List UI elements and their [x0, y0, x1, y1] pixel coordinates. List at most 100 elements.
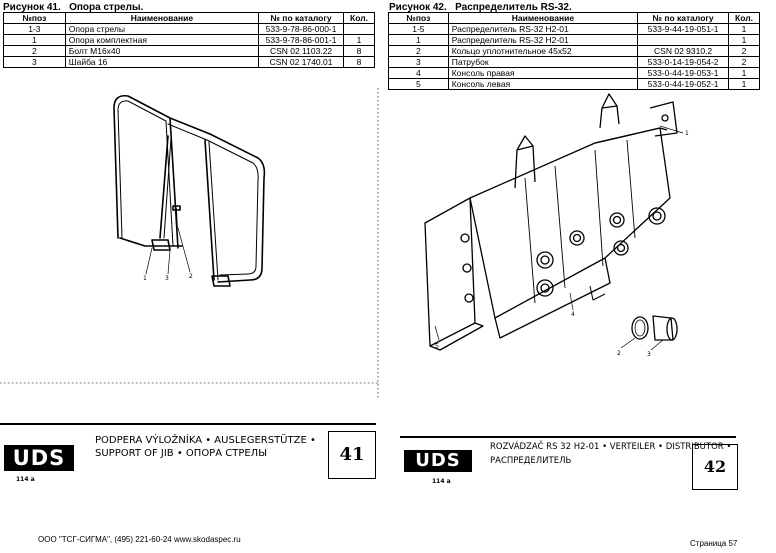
- cell-qty: 1: [343, 34, 375, 46]
- figure-42-stamp: UDS 114 a ROZVÁDZAČ RS 32 H2-01 • VERTEI…: [400, 436, 776, 501]
- cell-qty: 1: [728, 67, 760, 79]
- valve-body-top: [594, 127, 668, 144]
- cell-pos: 3: [3, 56, 66, 68]
- cell-name: Консоль правая: [447, 67, 639, 79]
- spool-cap: [599, 105, 620, 129]
- uds-logo: UDS: [4, 445, 74, 471]
- stamp-code: 114 a: [16, 476, 35, 483]
- cell-name: Патрубок: [447, 56, 639, 68]
- port: [536, 279, 554, 297]
- section-line: [594, 149, 604, 267]
- port-inner: [540, 283, 550, 293]
- bolt-drawing: [175, 207, 178, 229]
- cell-catalog: [637, 34, 730, 46]
- table-header-row: №поз Наименование № по каталогу Кол.: [388, 12, 760, 24]
- cell-catalog: CSN 02 9310.2: [637, 45, 730, 57]
- port: [536, 251, 554, 269]
- seal-ring-inner: [634, 319, 646, 337]
- seal-ring: [631, 316, 649, 340]
- valve-body-side: [494, 257, 611, 339]
- figure-41-stamp: UDS 114 a PODPERA VÝLOŽNÍKA • AUSLEGERST…: [0, 423, 376, 498]
- spool-cap-top: [516, 135, 534, 151]
- cell-name: Кольцо уплотнительное 45х52: [447, 45, 639, 57]
- stamp-rule: [0, 423, 376, 425]
- frame-right-loop-inner: [206, 139, 259, 276]
- header-name: Наименование: [447, 12, 639, 24]
- port-inner: [572, 233, 582, 243]
- cell-catalog: 533-9-78-86-001-1: [258, 34, 345, 46]
- port: [609, 212, 625, 228]
- leader-line: [650, 339, 664, 351]
- leader-line: [659, 125, 684, 134]
- cell-name: Опора стрелы: [64, 23, 260, 35]
- port-inner: [540, 255, 550, 265]
- figure-41-title: Рисунок 41. Опора стрелы.: [3, 2, 144, 13]
- stay-left: [159, 135, 169, 239]
- cell-qty: 1: [728, 34, 760, 46]
- section-line: [626, 139, 636, 239]
- bolt-hole: [462, 263, 472, 273]
- cell-name: Консоль левая: [447, 78, 639, 90]
- stamp-rule: [400, 436, 736, 438]
- stamp-title-line1: PODPERA VÝLOŽNÍKA • AUSLEGERSTÜTZE •: [95, 435, 316, 446]
- bolt-hole: [661, 114, 669, 122]
- figure-42-parts-table: №поз Наименование № по каталогу Кол. 1-5…: [388, 12, 760, 90]
- figure-number: 42: [692, 444, 738, 490]
- header-pos: №поз: [388, 12, 449, 24]
- callout-4: 4: [571, 311, 575, 318]
- stamp-title-line2: SUPPORT OF JIB • ОПОРА СТРЕЛЫ: [95, 448, 268, 459]
- stamp-title-line2: РАСПРЕДЕЛИТЕЛЬ: [490, 456, 572, 466]
- header-catalog: № по каталогу: [258, 12, 345, 24]
- leader-line: [434, 325, 440, 341]
- port-inner: [616, 243, 626, 253]
- stamp-code: 114 a: [432, 478, 451, 485]
- port: [569, 230, 585, 246]
- frame-top-bar-inner: [167, 123, 208, 141]
- frame-top-bar: [169, 117, 211, 135]
- header-name: Наименование: [64, 12, 260, 24]
- cell-catalog: CSN 02 1740.01: [258, 56, 345, 68]
- cell-qty: 2: [728, 56, 760, 68]
- cell-pos: 1-3: [3, 23, 66, 35]
- distributor-drawing: 1 4 5 2 3: [424, 93, 689, 358]
- stay-right-inner: [208, 141, 219, 281]
- bolt-hole: [460, 233, 470, 243]
- callout-3: 3: [647, 351, 651, 358]
- header-pos: №поз: [3, 12, 66, 24]
- cell-pos: 2: [388, 45, 449, 57]
- cell-pos: 4: [388, 67, 449, 79]
- callout-5: 5: [435, 343, 439, 350]
- cell-pos: 2: [3, 45, 66, 57]
- cell-catalog: 533-0-14-19-054-2: [637, 56, 730, 68]
- cell-pos: 1: [388, 34, 449, 46]
- callout-2: 2: [189, 273, 193, 280]
- callout-1: 1: [685, 130, 689, 137]
- footer-company: ООО "ТСГ-СИГМА", (495) 221-60-24 www.sko…: [38, 535, 241, 544]
- stay-right: [204, 139, 215, 281]
- cell-qty: 8: [343, 56, 375, 68]
- frame-left-loop-inner: [117, 100, 174, 247]
- cell-qty: 2: [728, 45, 760, 57]
- leader-line: [167, 249, 171, 275]
- cell-qty: 1: [728, 23, 760, 35]
- spool-cap-top: [601, 93, 618, 109]
- cell-name: Распределитель RS-32 H2-01: [447, 34, 639, 46]
- port-inner: [652, 211, 662, 221]
- figure-41-parts-table: №поз Наименование № по каталогу Кол. 1-3…: [3, 12, 375, 68]
- section-line: [554, 165, 566, 289]
- stamp-title-line1: ROZVÁDZAČ RS 32 H2-01 • VERTEILER • DIST…: [490, 442, 732, 452]
- mount-plate-left: [151, 239, 171, 251]
- callout-1: 1: [143, 275, 147, 282]
- leader-line: [145, 247, 153, 275]
- figure-42-title: Рисунок 42. Распределитель RS-32.: [389, 2, 572, 13]
- mount-plate-right: [211, 275, 231, 287]
- port-inner: [612, 215, 622, 225]
- footer-page-number: Страница 57: [690, 539, 738, 548]
